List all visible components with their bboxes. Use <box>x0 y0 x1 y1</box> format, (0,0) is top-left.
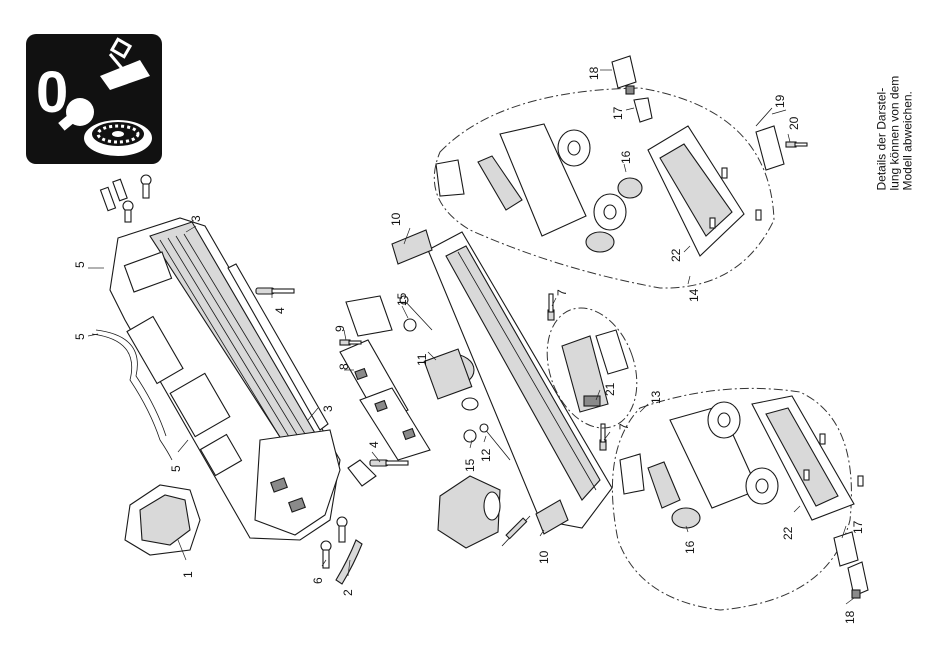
circuit-board-top <box>346 296 392 336</box>
loco-body-shell <box>110 218 340 540</box>
bogie-lower <box>620 396 863 528</box>
label-10-upper: 10 <box>389 212 403 226</box>
label-2: 2 <box>341 589 355 596</box>
label-7-upper: 7 <box>555 289 569 296</box>
badge-zero-text: 0 <box>36 60 68 125</box>
label-17-lower: 17 <box>851 520 865 534</box>
spring-clip-upper <box>634 98 652 122</box>
label-5-upper: 5 <box>73 261 87 268</box>
screw-7-upper <box>548 294 554 320</box>
label-22-upper: 22 <box>669 248 683 262</box>
label-15-upper: 15 <box>395 292 409 306</box>
label-6: 6 <box>311 577 325 584</box>
screw-4-upper <box>256 288 294 294</box>
wheel-icon <box>84 120 152 156</box>
label-12: 12 <box>479 448 493 462</box>
screw-4-lower <box>370 460 408 466</box>
disclaimer-note: Details der Darstel- lung können von dem… <box>876 41 915 191</box>
label-18-upper: 18 <box>587 66 601 80</box>
label-11: 11 <box>415 353 429 366</box>
bogie-upper <box>436 124 761 256</box>
weight-plate-top <box>392 230 432 264</box>
label-21: 21 <box>603 382 617 396</box>
label-1: 1 <box>181 571 195 578</box>
label-5-middle: 5 <box>73 333 87 340</box>
label-10-lower: 10 <box>537 550 551 564</box>
label-7-lower: 7 <box>617 423 631 430</box>
label-3-lower: 3 <box>321 405 335 412</box>
screw-15-top <box>404 319 416 331</box>
label-22-lower: 22 <box>781 526 795 540</box>
label-19: 19 <box>773 94 787 108</box>
label-16-upper: 16 <box>619 150 633 164</box>
label-13: 13 <box>649 390 663 404</box>
maintenance-icon-badge: 0 <box>26 34 162 164</box>
small-parts-top <box>100 175 151 222</box>
label-20: 20 <box>787 116 801 130</box>
label-15-lower: 15 <box>463 458 477 472</box>
motor <box>424 349 478 410</box>
drive-shaft <box>502 516 530 546</box>
parts-2-6 <box>321 517 362 584</box>
decoder-unit <box>562 330 628 412</box>
label-18-lower: 18 <box>843 610 857 624</box>
label-16-lower: 16 <box>683 540 697 554</box>
label-4-upper: 4 <box>273 307 287 314</box>
pilot-part <box>125 485 200 555</box>
label-14: 14 <box>687 288 701 302</box>
motor-block-lower <box>438 476 500 548</box>
label-5-lower: 5 <box>169 465 183 472</box>
label-8: 8 <box>337 363 351 370</box>
label-9: 9 <box>333 325 347 332</box>
label-3-upper: 3 <box>189 215 203 222</box>
coupler-lower <box>834 532 868 598</box>
label-4-lower: 4 <box>367 441 381 448</box>
screw-20 <box>786 142 807 147</box>
note-container: Details der Darstel- lung können von dem… <box>858 36 918 196</box>
screw-9 <box>340 340 361 345</box>
screw-15-bottom <box>464 430 476 442</box>
label-17-upper: 17 <box>611 106 625 120</box>
